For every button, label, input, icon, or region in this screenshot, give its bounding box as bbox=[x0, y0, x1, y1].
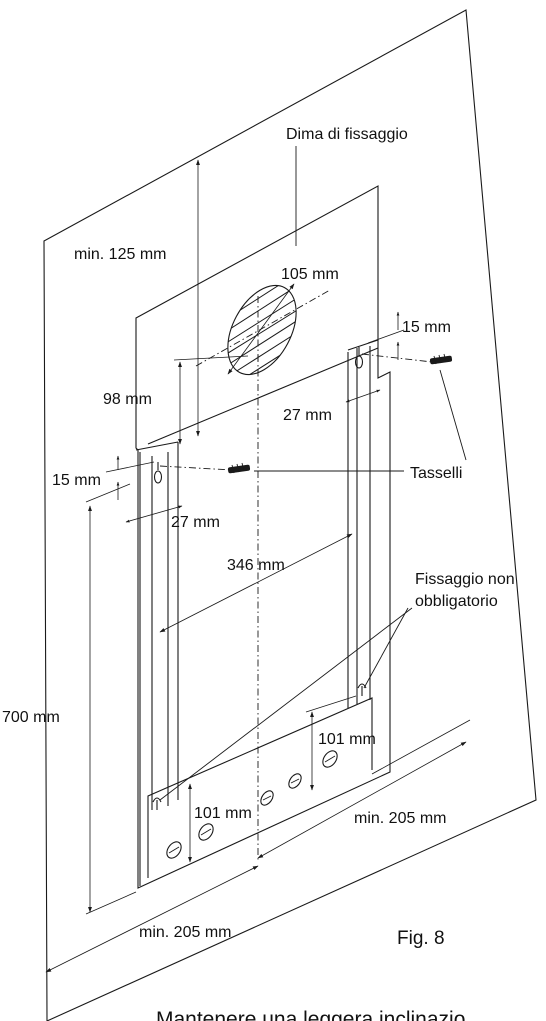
dim-min-205-right bbox=[257, 719, 471, 859]
wall-anchor-left bbox=[227, 462, 251, 474]
dim-15-left bbox=[85, 455, 155, 503]
dim-98 bbox=[173, 355, 249, 445]
dim-27-right-label: 27 mm bbox=[283, 407, 332, 424]
dim-105 bbox=[227, 283, 295, 375]
dim-min-205-bottom-label: min. 205 mm bbox=[139, 924, 231, 941]
dim-27-left bbox=[125, 505, 183, 523]
leader-fissaggio-left bbox=[159, 607, 413, 801]
keyhole-slot-left bbox=[153, 462, 163, 484]
wall-anchor-right bbox=[429, 353, 453, 365]
tasselli-label: Tasselli bbox=[410, 465, 462, 482]
dim-27-right bbox=[345, 389, 381, 403]
dim-700 bbox=[85, 505, 137, 915]
right-mounting-strip bbox=[347, 339, 379, 708]
dim-15-top bbox=[367, 311, 405, 360]
dim-700-label: 700 mm bbox=[2, 709, 60, 726]
dim-346 bbox=[159, 533, 353, 633]
footer-text: Mantenere una leggera inclinazio bbox=[156, 1008, 465, 1021]
template-top-edge-inner bbox=[147, 347, 379, 445]
template-lower-panel bbox=[147, 697, 373, 878]
keyhole-slot-right bbox=[354, 347, 364, 369]
title-label: Dima di fissaggio bbox=[286, 126, 408, 143]
keyhole-slot-bottom-left bbox=[152, 797, 162, 810]
dim-15-left-label: 15 mm bbox=[52, 472, 101, 489]
dim-98-label: 98 mm bbox=[103, 391, 152, 408]
dim-15-top-label: 15 mm bbox=[402, 319, 451, 336]
wall-panel bbox=[43, 9, 537, 1021]
fissaggio-label-line2: obbligatorio bbox=[415, 593, 498, 610]
dim-min-205-right-label: min. 205 mm bbox=[354, 810, 446, 827]
template-outline bbox=[135, 185, 391, 889]
dim-min-125-label: min. 125 mm bbox=[74, 246, 166, 263]
keyhole-slot-bottom-right bbox=[357, 683, 367, 696]
leader-fissaggio-right bbox=[363, 607, 409, 689]
dim-101-right-label: 101 mm bbox=[318, 731, 376, 748]
dim-101-left-label: 101 mm bbox=[194, 805, 252, 822]
dim-105-label: 105 mm bbox=[281, 266, 339, 283]
screw-axis-left bbox=[159, 465, 233, 471]
dim-min-205-bottom bbox=[45, 865, 259, 973]
figure-label: Fig. 8 bbox=[397, 928, 445, 949]
dim-27-left-label: 27 mm bbox=[171, 514, 220, 531]
screw-axis-right bbox=[361, 353, 433, 363]
dim-346-label: 346 mm bbox=[227, 557, 285, 574]
leader-tasselli-right bbox=[439, 369, 467, 461]
fissaggio-label-line1: Fissaggio non bbox=[415, 571, 515, 588]
